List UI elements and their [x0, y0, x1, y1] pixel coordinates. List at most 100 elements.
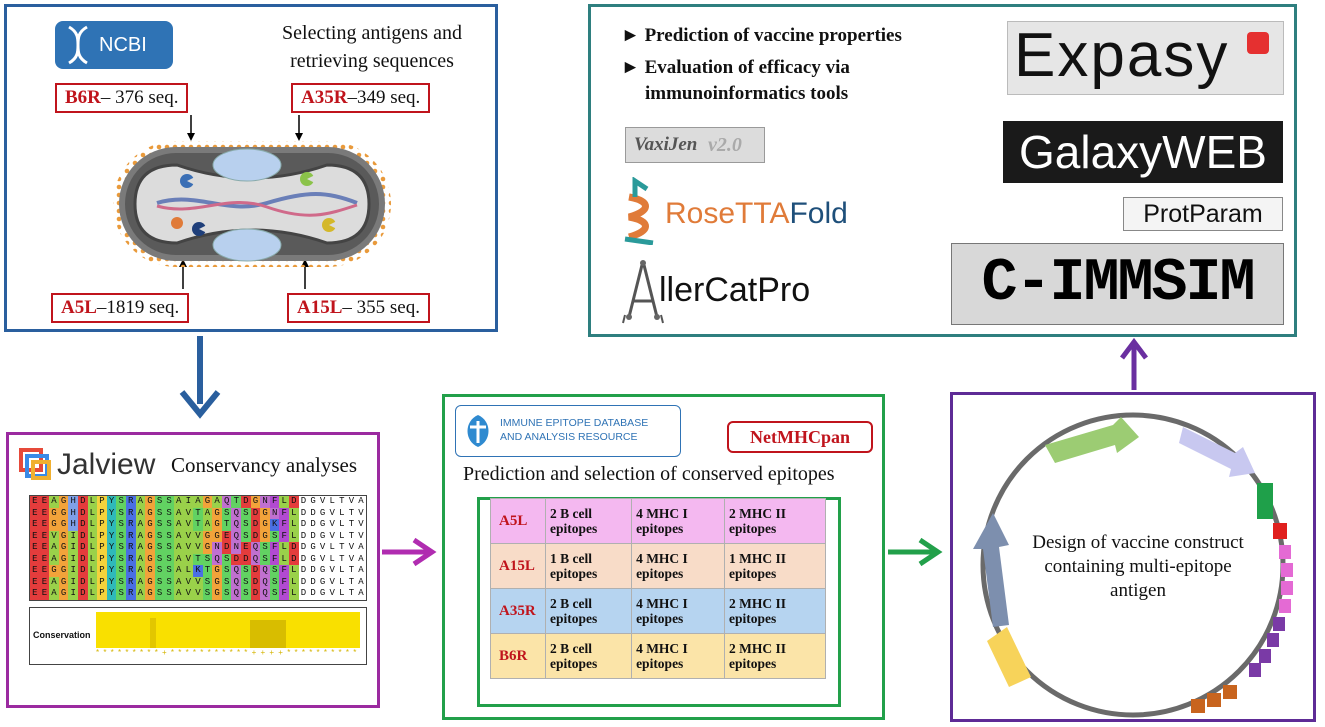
- residue: S: [164, 507, 174, 519]
- residue: A: [173, 519, 184, 531]
- residue: G: [49, 519, 59, 531]
- mhc2-epitope-line: 2 MHC II: [729, 506, 786, 521]
- residue: S: [241, 530, 251, 542]
- residue: D: [300, 519, 307, 529]
- residue: V: [193, 576, 203, 588]
- gene-arrow-slate: [973, 513, 1009, 627]
- residue: L: [339, 530, 345, 541]
- residue: D: [77, 588, 88, 600]
- residue: V: [49, 530, 59, 542]
- bullet-1-text: Prediction of vaccine properties: [644, 25, 902, 46]
- residue: S: [164, 553, 174, 565]
- expasy-logo: Expasy: [1007, 21, 1284, 95]
- residue: V: [183, 576, 194, 588]
- residue: Y: [106, 519, 117, 531]
- residue: A: [49, 542, 59, 554]
- residue: G: [319, 565, 326, 575]
- residue: E: [39, 565, 50, 577]
- residue: R: [125, 507, 136, 519]
- conservation-track: Conservation * * * * * * * * * + * * * *…: [29, 607, 367, 665]
- residue: G: [58, 496, 69, 508]
- residue: V: [193, 588, 203, 600]
- residue: S: [221, 553, 232, 565]
- residue: N: [269, 507, 280, 519]
- residue: G: [58, 530, 69, 542]
- residue: G: [260, 530, 270, 542]
- residue: E: [221, 530, 232, 542]
- residue: S: [154, 576, 165, 588]
- residue: P: [97, 496, 107, 508]
- residue: G: [58, 576, 69, 588]
- jalview-icon: [19, 448, 51, 480]
- residue: G: [145, 519, 155, 531]
- residue: L: [87, 496, 98, 508]
- residue: L: [289, 588, 299, 600]
- residue: D: [241, 496, 251, 508]
- residue: T: [221, 519, 232, 531]
- label-a5l-name: A5L: [61, 297, 97, 318]
- residue: G: [260, 507, 270, 519]
- residue: S: [164, 542, 174, 554]
- residue: V: [329, 565, 335, 575]
- residue: E: [39, 542, 50, 554]
- residue: A: [358, 565, 364, 575]
- residue: V: [183, 553, 194, 565]
- residue: D: [289, 496, 299, 508]
- residue: L: [289, 565, 299, 577]
- residue: R: [125, 496, 136, 508]
- residue: D: [77, 519, 88, 531]
- label-b6r-name: B6R: [65, 87, 101, 108]
- panel-epitope-prediction: IMMUNE EPITOPE DATABASE AND ANALYSIS RES…: [442, 394, 885, 720]
- residue: T: [339, 496, 345, 506]
- residue: D: [310, 519, 316, 529]
- residue: V: [183, 519, 194, 531]
- residue: D: [250, 576, 261, 588]
- residue: D: [250, 588, 261, 600]
- residue: T: [193, 553, 203, 565]
- residue: A: [135, 576, 146, 588]
- residue: Q: [231, 530, 242, 542]
- residue: A: [173, 530, 184, 542]
- residue: S: [269, 588, 280, 600]
- mhc2-epitope-line: 2 MHC II: [729, 596, 786, 611]
- residue: G: [212, 530, 222, 542]
- residue: E: [30, 553, 40, 565]
- residue: L: [87, 542, 98, 554]
- epitope-title: Prediction and selection of conserved ep…: [463, 463, 835, 485]
- residue: Q: [250, 542, 261, 554]
- b-epitope-line: 2 B cell: [550, 596, 592, 611]
- galaxyweb-logo: GalaxyWEB: [1003, 121, 1283, 183]
- panel-antigen-selection: NCBI Selecting antigens and retrieving s…: [4, 4, 498, 332]
- residue: G: [49, 507, 59, 519]
- residue: Y: [106, 542, 117, 554]
- residue: D: [231, 553, 242, 565]
- residue: Y: [106, 496, 117, 508]
- iedb-line2: AND ANALYSIS RESOURCE: [500, 431, 638, 443]
- residue: D: [300, 565, 307, 575]
- residue: S: [260, 553, 270, 565]
- residue: Y: [106, 576, 117, 588]
- residue: T: [348, 576, 355, 587]
- conservation-bar: [96, 612, 360, 648]
- residue: R: [125, 530, 136, 542]
- panel-vaccine-construct: Design of vaccine construct containing m…: [950, 392, 1316, 722]
- mhc1-epitope-line: 4 MHC I: [636, 641, 688, 656]
- residue: S: [202, 553, 213, 565]
- residue: D: [241, 553, 251, 565]
- iedb-icon: [467, 415, 489, 447]
- residue: S: [221, 576, 232, 588]
- label-a5l: A5L–1819 seq.: [51, 293, 190, 323]
- residue: S: [221, 507, 232, 519]
- construct-description: Design of vaccine construct containing m…: [993, 531, 1283, 603]
- residue: S: [116, 553, 126, 565]
- bullet-1: ► Prediction of vaccine properties: [621, 25, 902, 46]
- construct-line2: containing multi-epitope: [1044, 556, 1232, 577]
- b-epitope-line: 2 B cell: [550, 506, 592, 521]
